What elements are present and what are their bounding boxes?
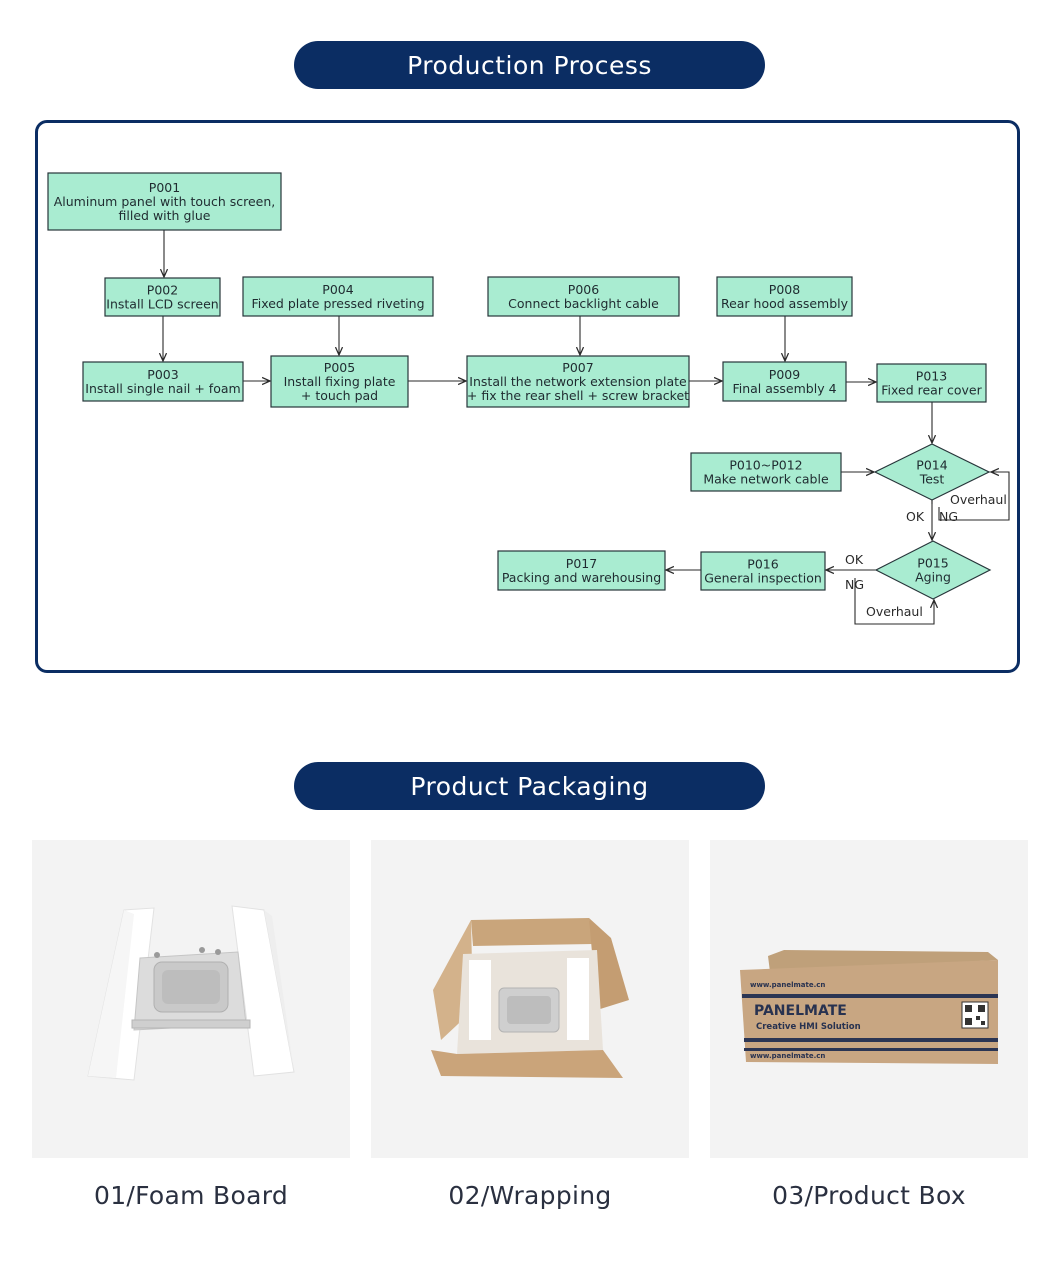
flow-node-text: General inspection — [704, 571, 822, 586]
flow-node-text: Connect backlight cable — [508, 296, 659, 311]
flow-node-box — [497, 550, 666, 591]
flow-node-text: + fix the rear shell + screw bracket — [467, 388, 689, 403]
caption-foam-board: 01/Foam Board — [93, 1181, 288, 1210]
flow-node-diamond — [874, 540, 992, 600]
flow-node-text: Rear hood assembly — [721, 296, 849, 311]
product-box-url-top: www.panelmate.cn — [750, 981, 825, 989]
flow-node-text: Packing and warehousing — [502, 570, 661, 585]
flow-node-box — [716, 276, 853, 317]
edge-label-test-overhaul: Overhaul — [950, 492, 1007, 507]
flow-node-text: P010~P012 — [729, 457, 802, 472]
foam-board-photo — [32, 840, 350, 1158]
flow-node-text: Install the network extension plate — [469, 374, 687, 389]
flow-node-text: Final assembly 4 — [732, 381, 836, 396]
foam-board-illustration — [87, 905, 295, 1081]
product-box-illustration: PANELMATE Creative HMI Solution www.pane… — [740, 950, 998, 1064]
edge-label-test-ng: NG — [939, 509, 958, 524]
flow-node-box — [487, 276, 680, 317]
flow-node-text: P009 — [769, 367, 800, 382]
edge-label-aging-ok: OK — [845, 552, 864, 567]
wrapping-illustration — [431, 918, 629, 1078]
edge-p015-overhaul — [854, 578, 934, 625]
flow-node-text: Fixed rear cover — [881, 383, 982, 398]
flow-node-box — [47, 172, 282, 231]
flow-node-text: Test — [919, 472, 945, 487]
flowchart-edges — [163, 230, 1010, 625]
flow-node-text: P014 — [916, 457, 947, 472]
flow-node-text: P003 — [147, 367, 178, 382]
flow-node-box — [700, 551, 826, 591]
edge-label-aging-overhaul: Overhaul — [866, 604, 923, 619]
flow-node-text: Aluminum panel with touch screen, — [54, 194, 276, 209]
edge-label-aging-ng: NG — [845, 577, 864, 592]
flow-node-text: + touch pad — [301, 388, 378, 403]
flow-node-text: P006 — [568, 282, 599, 297]
flow-node-box — [466, 355, 690, 408]
flow-node-box — [270, 355, 409, 408]
flow-node-diamond — [873, 443, 991, 501]
flow-node-text: P002 — [147, 282, 178, 297]
flow-node-box — [876, 363, 987, 403]
flow-node-text: P017 — [566, 556, 597, 571]
product-box-photo: PANELMATE Creative HMI Solution www.pane… — [710, 840, 1028, 1158]
flow-node-box — [690, 452, 842, 492]
flow-node-text: P008 — [769, 282, 800, 297]
flow-node-text: Install LCD screen — [106, 297, 218, 312]
product-box-brand: PANELMATE — [754, 1003, 847, 1019]
flow-node-text: P004 — [322, 282, 353, 297]
edge-label-test-ok: OK — [906, 509, 925, 524]
flow-node-text: P016 — [747, 556, 778, 571]
caption-product-box: 03/Product Box — [772, 1181, 966, 1210]
flow-node-text: P013 — [916, 368, 947, 383]
flow-node-text: Install single nail + foam — [85, 381, 240, 396]
flow-node-text: P001 — [149, 180, 180, 195]
wrapping-photo — [371, 840, 689, 1158]
flow-node-box — [82, 361, 244, 402]
flow-node-text: P005 — [324, 360, 355, 375]
flow-node-text: Make network cable — [703, 472, 829, 487]
flow-node-text: Aging — [915, 570, 951, 585]
flow-node-text: filled with glue — [119, 208, 211, 223]
product-box-url-bottom: www.panelmate.cn — [750, 1052, 825, 1060]
flow-node-text: Install fixing plate — [284, 374, 396, 389]
flow-node-box — [104, 277, 221, 317]
flow-node-box — [242, 276, 434, 317]
flow-node-text: Fixed plate pressed riveting — [251, 296, 424, 311]
product-box-tagline: Creative HMI Solution — [756, 1022, 861, 1032]
caption-wrapping: 02/Wrapping — [448, 1181, 612, 1210]
production-process-heading: Production Process — [294, 41, 765, 89]
flow-node-text: P007 — [562, 360, 593, 375]
flow-node-text: P015 — [917, 555, 948, 570]
product-packaging-heading: Product Packaging — [294, 762, 765, 810]
flow-node-box — [722, 361, 847, 402]
